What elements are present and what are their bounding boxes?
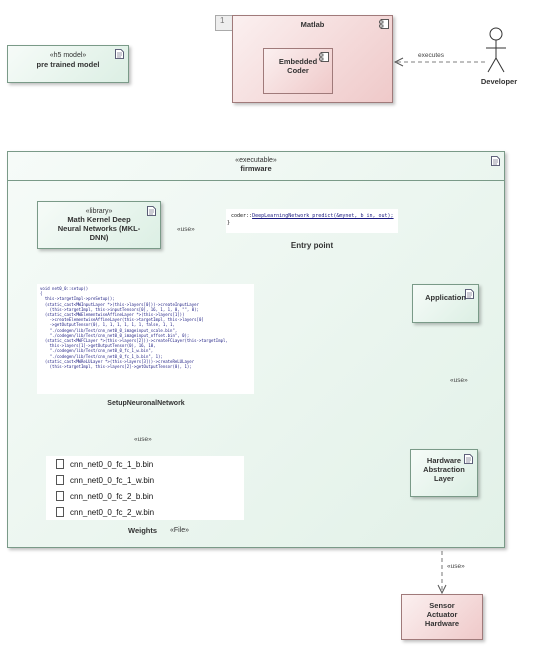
developer-actor-icon[interactable] [484, 26, 508, 76]
developer-label: Developer [480, 77, 518, 86]
weights-file-name: cnn_net0_0_fc_1_w.bin [70, 475, 155, 485]
file-icon [56, 491, 64, 501]
document-icon [465, 289, 474, 299]
document-icon [464, 454, 473, 464]
entry-point-code-line2: } [227, 220, 231, 226]
setup-code-line: this->targetImpl->preSetup(); [40, 296, 115, 302]
library-name-line1: Math Kernel Deep [67, 215, 131, 224]
setup-code-lines: void net0_0::setup(){ this->targetImpl->… [37, 284, 254, 369]
document-icon [115, 49, 124, 59]
setup-code-line: void net0_0::setup() [40, 286, 89, 291]
matlab-name: Matlab [300, 20, 325, 29]
setup-code-line: "./codegen/lib/Test/cnn_net0_0_fc_1_w.bi… [40, 348, 154, 354]
weights-file-name: cnn_net0_0_fc_2_b.bin [70, 491, 154, 501]
entry-point-code-line1: coder::DeepLearningNetwork_predict(&myne… [226, 209, 398, 220]
entry-point-code-prefix: coder:: [231, 213, 253, 219]
weights-file-name: cnn_net0_0_fc_2_w.bin [70, 507, 155, 517]
file-icon [56, 459, 64, 469]
setup-code-line: (this->targetImpl, this->inputTensors[0]… [40, 306, 199, 312]
weights-file-item[interactable]: cnn_net0_0_fc_1_w.bin [46, 472, 244, 488]
document-icon [491, 156, 500, 166]
setup-code-line: "./codegen/lib/Test/cnn_net0_0_imageinpu… [40, 327, 178, 333]
use-label-library: «use» [177, 226, 195, 233]
setup-code-line: (this->targetImpl, this->layers[2]->getO… [40, 364, 192, 370]
setup-code-line: (static_cast<MWFCLayer *>(this->layers[2… [40, 338, 228, 344]
setup-code-line: (static_cast<MWElementwiseAffineLayer *>… [40, 312, 185, 318]
hal-name-line1: Hardware [426, 456, 462, 465]
weights-file-item[interactable]: cnn_net0_0_fc_2_b.bin [46, 488, 244, 504]
pre-trained-model-node[interactable]: «h5 model» pre trained model [7, 45, 129, 83]
hal-name-line2: Abstraction [423, 465, 465, 474]
embedded-coder-line1: Embedded [278, 57, 318, 66]
setup-code-line: this->layers[1]->getOutputTensor(0), 16,… [40, 343, 156, 349]
weights-file-name: cnn_net0_0_fc_1_b.bin [70, 459, 154, 469]
firmware-name: firmware [240, 164, 272, 173]
hal-name-line3: Layer [433, 474, 454, 483]
matlab-tab: 1 [215, 15, 235, 31]
embedded-coder-node[interactable]: Embedded Coder [263, 48, 333, 94]
weights-file-item[interactable]: cnn_net0_0_fc_1_b.bin [46, 456, 244, 472]
file-icon [56, 475, 64, 485]
firmware-header: «executable» firmware [8, 152, 504, 181]
sensor-name-line3: Hardware [424, 619, 460, 628]
weights-label: Weights [128, 526, 158, 535]
setup-code-line: "./codegen/lib/Test/cnn_net0_0_imageinpu… [40, 332, 190, 338]
use-label-setup: «use» [134, 436, 152, 443]
library-stereotype: «library» [85, 208, 113, 215]
weights-stereotype: «File» [170, 527, 190, 534]
matlab-node[interactable]: Matlab Embedded Coder [232, 15, 393, 103]
component-icon [379, 19, 389, 29]
setup-code-line: "./codegen/lib/Test/cnn_net0_0_fc_1_b.bi… [40, 353, 163, 359]
entry-point-code-box: coder::DeepLearningNetwork_predict(&myne… [226, 209, 398, 233]
application-node[interactable]: Application [412, 284, 479, 323]
setup-code-line: (static_cast<MWReLULayer *>(this->layers… [40, 358, 195, 364]
embedded-coder-line2: Coder [287, 66, 309, 75]
file-icon [56, 507, 64, 517]
entry-point-label: Entry point [290, 241, 334, 250]
pre-trained-model-name: pre trained model [36, 60, 100, 69]
setup-code-line: { [40, 291, 43, 297]
setup-code-line: (static_cast<MWInputLayer *>(this->layer… [40, 301, 199, 307]
setup-code-line: ->createElementwiseAffineLayer(this->tar… [40, 317, 204, 323]
setup-code-line: ->getOutputTensor(0), 1, 1, 1, 1, 1, 1, … [40, 322, 175, 328]
use-label-hal: «use» [450, 377, 468, 384]
h5-model-stereotype: «h5 model» [49, 52, 87, 59]
firmware-stereotype: «executable» [235, 157, 277, 164]
library-name-line3: DNN) [89, 233, 109, 242]
library-name-line2: Neural Networks (MKL- [57, 224, 141, 233]
application-name: Application [425, 293, 466, 302]
hardware-abstraction-layer-node[interactable]: Hardware Abstraction Layer [410, 449, 478, 497]
sensor-actuator-hardware-node[interactable]: Sensor Actuator Hardware [401, 594, 483, 640]
setup-code-box: void net0_0::setup(){ this->targetImpl->… [37, 284, 254, 394]
entry-point-code-link[interactable]: DeepLearningNetwork_predict(&mynet, b_in… [252, 213, 394, 219]
component-icon [319, 52, 329, 62]
executes-label: executes [418, 52, 445, 59]
document-icon [147, 206, 156, 216]
weights-file-list: cnn_net0_0_fc_1_b.bin cnn_net0_0_fc_1_w.… [46, 456, 244, 520]
use-label-sensor: «use» [447, 563, 465, 570]
mkl-dnn-library-node[interactable]: «library» Math Kernel Deep Neural Networ… [37, 201, 161, 249]
matlab-tab-number: 1 [220, 16, 225, 25]
sensor-name-line1: Sensor [429, 601, 455, 610]
sensor-name-line2: Actuator [426, 610, 458, 619]
weights-file-item[interactable]: cnn_net0_0_fc_2_w.bin [46, 504, 244, 520]
setup-label: SetupNeuronalNetwork [107, 400, 185, 407]
